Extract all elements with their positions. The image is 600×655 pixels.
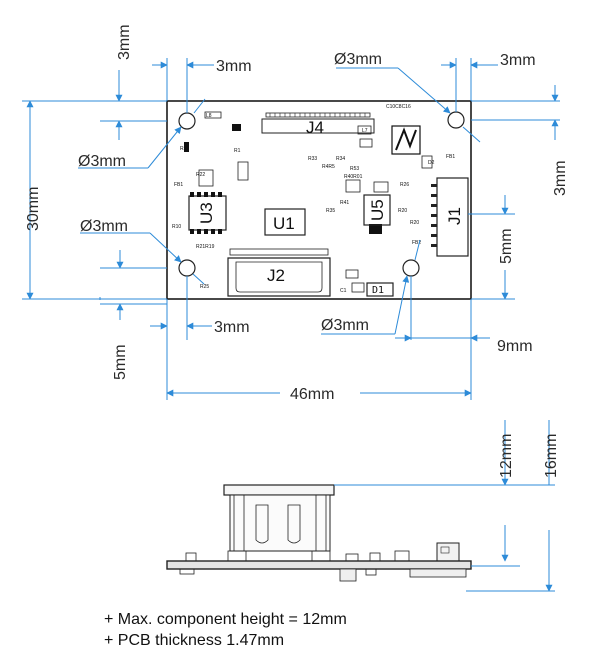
dim-board-height: 30mm <box>25 187 42 231</box>
dim-right-v: 3mm <box>552 160 569 196</box>
note-pcb-thickness: + PCB thickness 1.47mm <box>104 632 285 649</box>
svg-text:R1: R1 <box>234 148 241 154</box>
mounting-hole-top-right <box>447 111 465 129</box>
svg-text:R20: R20 <box>410 220 419 226</box>
d1-diode: D1 <box>366 282 394 297</box>
u1-label: U1 <box>273 214 295 233</box>
svg-text:R2: R2 <box>180 146 187 152</box>
j2-label: J2 <box>267 266 285 285</box>
j1-connector: J1 <box>431 177 469 257</box>
svg-text:R25: R25 <box>200 284 209 290</box>
dim-total-height: 16mm <box>543 434 560 478</box>
dim-top-left-h: 3mm <box>216 58 252 75</box>
svg-text:C10C8C16: C10C8C16 <box>386 104 411 110</box>
dim-top-v: 3mm <box>116 24 133 60</box>
dim-top-right-dia: Ø3mm <box>334 51 382 68</box>
pcb-top-view: J4 L8 C10C8C16 L7 R2 R1 FB1 R22 <box>166 100 472 300</box>
svg-text:R40R01: R40R01 <box>344 174 363 180</box>
dim-j1-offset: 5mm <box>498 228 515 264</box>
note-max-height: + Max. component height = 12mm <box>104 611 347 628</box>
svg-text:L8: L8 <box>206 113 212 119</box>
svg-text:R26: R26 <box>400 182 409 188</box>
svg-text:R41: R41 <box>340 200 349 206</box>
svg-text:R10: R10 <box>172 224 181 230</box>
svg-text:R35: R35 <box>326 208 335 214</box>
svg-text:FB1: FB1 <box>174 182 183 188</box>
svg-text:L7: L7 <box>362 128 368 134</box>
svg-text:R21R19: R21R19 <box>196 244 215 250</box>
dim-left-dia-bottom: Ø3mm <box>80 218 128 235</box>
mounting-hole-bottom-left <box>178 259 196 277</box>
notes: + Max. component height = 12mm + PCB thi… <box>104 609 347 651</box>
svg-text:C1: C1 <box>340 288 347 294</box>
dim-left-dia-top: Ø3mm <box>78 153 126 170</box>
mounting-hole-bottom-right <box>402 259 420 277</box>
u5-label: U5 <box>368 199 387 221</box>
svg-text:R34: R34 <box>336 156 345 162</box>
u5-chip: U5 <box>363 194 391 226</box>
svg-text:D2: D2 <box>428 160 435 166</box>
svg-text:FB2: FB2 <box>412 240 421 246</box>
dim-bottom-left-h: 3mm <box>214 319 250 336</box>
dim-bottom-left-v: 5mm <box>112 344 129 380</box>
dim-top-right-h: 3mm <box>500 52 536 69</box>
dim-bottom-right-h: 9mm <box>497 338 533 355</box>
dim-board-width: 46mm <box>290 386 334 403</box>
j2-connector: J2 <box>227 248 331 297</box>
u3-label: U3 <box>197 202 216 224</box>
svg-text:R53: R53 <box>350 166 359 172</box>
u1-chip: U1 <box>264 208 306 236</box>
svg-text:R33: R33 <box>308 156 317 162</box>
pcb-side-view <box>166 484 472 582</box>
mounting-hole-top-left <box>178 112 196 130</box>
svg-text:R20: R20 <box>398 208 407 214</box>
svg-text:FB1: FB1 <box>446 154 455 160</box>
svg-text:R4R5: R4R5 <box>322 164 335 170</box>
d1-label: D1 <box>372 285 384 296</box>
dim-max-height: 12mm <box>498 434 515 478</box>
u3-chip: U3 <box>188 192 227 234</box>
dim-bottom-right-dia: Ø3mm <box>321 317 369 334</box>
svg-text:R22: R22 <box>196 172 205 178</box>
j4-label: J4 <box>306 118 324 137</box>
j1-label: J1 <box>445 207 464 225</box>
